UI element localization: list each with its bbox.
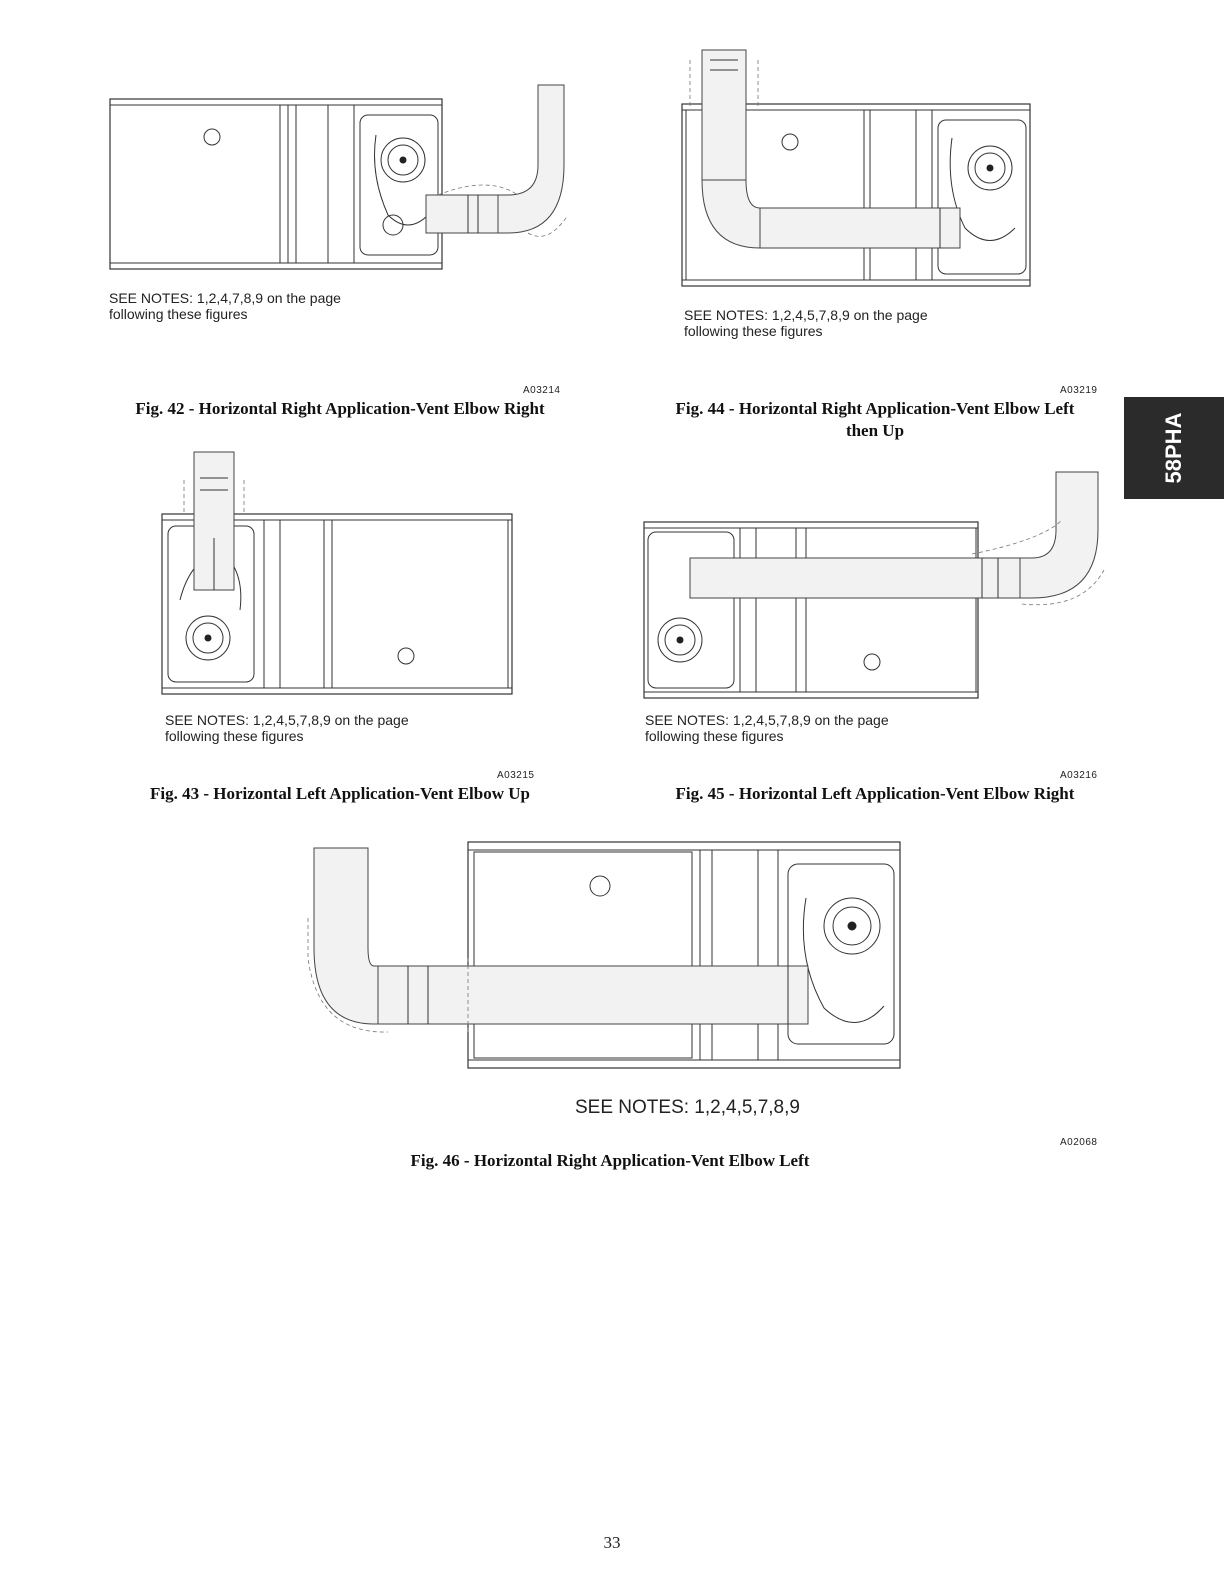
fig46-code: A02068 (1060, 1137, 1098, 1148)
fig45-code: A03216 (1060, 770, 1098, 781)
fig45-notes-line2: following these figures (645, 728, 784, 744)
fig43-caption: Fig. 43 - Horizontal Left Application-Ve… (150, 784, 530, 803)
fig42-notes: SEE NOTES: 1,2,4,7,8,9 on the page follo… (109, 290, 341, 322)
fig43-code: A03215 (497, 770, 535, 781)
fig44-notes-line2: following these figures (684, 323, 823, 339)
fig44-code: A03219 (1060, 385, 1098, 396)
fig46-caption: Fig. 46 - Horizontal Right Application-V… (410, 1151, 810, 1170)
fig42-notes-line2: following these figures (109, 306, 248, 322)
section-tab: 58PHA (1124, 397, 1224, 499)
fig44-notes: SEE NOTES: 1,2,4,5,7,8,9 on the page fol… (684, 307, 928, 339)
fig43-notes-line1: SEE NOTES: 1,2,4,5,7,8,9 on the page (165, 712, 409, 728)
fig44-caption: Fig. 44 - Horizontal Right Application-V… (640, 398, 1110, 442)
fig46-notes: SEE NOTES: 1,2,4,5,7,8,9 (575, 1097, 800, 1118)
fig42-notes-line1: SEE NOTES: 1,2,4,7,8,9 on the page (109, 290, 341, 306)
fig44-notes-line1: SEE NOTES: 1,2,4,5,7,8,9 on the page (684, 307, 928, 323)
fig45-notes-line1: SEE NOTES: 1,2,4,5,7,8,9 on the page (645, 712, 889, 728)
fig45-caption: Fig. 45 - Horizontal Left Application-Ve… (675, 784, 1075, 803)
fig46-drawing (307, 838, 904, 1072)
page-number: 33 (603, 1533, 621, 1552)
fig44-drawing (680, 48, 1036, 290)
section-tab-label: 58PHA (1161, 412, 1186, 484)
fig44-caption-line2: then Up (845, 421, 905, 440)
fig45-drawing (642, 470, 1106, 700)
fig45-notes: SEE NOTES: 1,2,4,5,7,8,9 on the page fol… (645, 712, 889, 744)
fig43-drawing (160, 450, 516, 698)
fig42-drawing (108, 84, 569, 275)
fig42-code: A03214 (523, 385, 561, 396)
fig43-notes: SEE NOTES: 1,2,4,5,7,8,9 on the page fol… (165, 712, 409, 744)
fig43-notes-line2: following these figures (165, 728, 304, 744)
fig44-caption-line1: Fig. 44 - Horizontal Right Application-V… (675, 399, 1075, 418)
fig42-caption: Fig. 42 - Horizontal Right Application-V… (135, 399, 545, 418)
